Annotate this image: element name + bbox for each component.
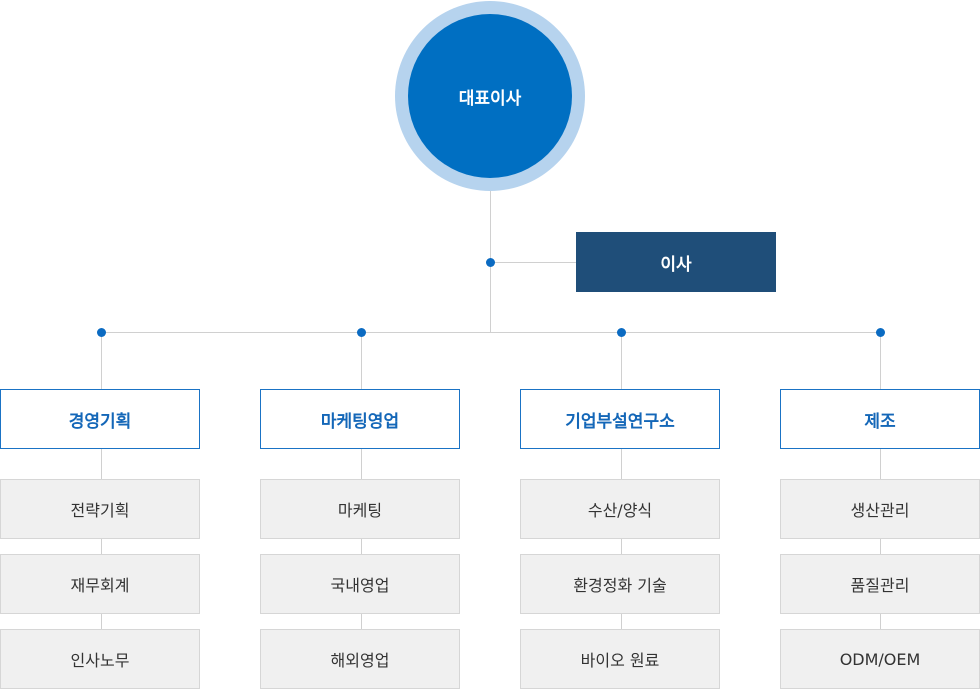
sub-node-label: 전략기획 — [70, 501, 130, 520]
department-node-manufacturing: 제조 — [780, 389, 980, 449]
sub-column-line-3 — [621, 449, 622, 629]
dept-drop-line-1 — [101, 332, 102, 389]
sub-column-line-4 — [880, 449, 881, 629]
sub-node: 생산관리 — [780, 479, 980, 539]
sub-node-label: 환경정화 기술 — [573, 576, 667, 595]
sub-node-label: 바이오 원료 — [580, 651, 660, 670]
department-node-management-planning: 경영기획 — [0, 389, 200, 449]
ceo-label: 대표이사 — [458, 88, 522, 109]
sub-node-label: 인사노무 — [70, 651, 130, 670]
department-node-marketing-sales: 마케팅영업 — [260, 389, 460, 449]
department-label: 제조 — [864, 411, 896, 432]
sub-node-label: 품질관리 — [850, 576, 910, 595]
sub-node: 재무회계 — [0, 554, 200, 614]
sub-node-label: 재무회계 — [70, 576, 130, 595]
sub-column-line-2 — [361, 449, 362, 629]
department-label: 마케팅영업 — [320, 411, 400, 432]
sub-node: 해외영업 — [260, 629, 460, 689]
department-label: 경영기획 — [68, 411, 132, 432]
sub-node-label: 해외영업 — [330, 651, 390, 670]
ceo-node: 대표이사 — [408, 14, 572, 178]
dept-junction-dot-1 — [97, 328, 106, 337]
director-junction-dot — [486, 258, 495, 267]
director-label: 이사 — [660, 254, 692, 275]
department-node-research-institute: 기업부설연구소 — [520, 389, 720, 449]
sub-node: 전략기획 — [0, 479, 200, 539]
department-label: 기업부설연구소 — [565, 411, 675, 432]
dept-junction-dot-3 — [617, 328, 626, 337]
dept-drop-line-4 — [880, 332, 881, 389]
sub-column-line-1 — [101, 449, 102, 629]
sub-node-label: ODM/OEM — [839, 649, 921, 669]
dept-junction-dot-4 — [876, 328, 885, 337]
sub-node: ODM/OEM — [780, 629, 980, 689]
sub-node: 환경정화 기술 — [520, 554, 720, 614]
dept-junction-dot-2 — [357, 328, 366, 337]
sub-node-label: 마케팅 — [337, 501, 383, 520]
sub-node-label: 수산/양식 — [587, 501, 653, 520]
department-bus-line — [101, 332, 881, 333]
sub-node: 품질관리 — [780, 554, 980, 614]
director-branch-line — [490, 262, 576, 263]
sub-node: 바이오 원료 — [520, 629, 720, 689]
sub-node-label: 국내영업 — [330, 576, 390, 595]
sub-node: 국내영업 — [260, 554, 460, 614]
director-node: 이사 — [576, 232, 776, 292]
sub-node: 인사노무 — [0, 629, 200, 689]
sub-node-label: 생산관리 — [850, 501, 910, 520]
dept-drop-line-2 — [361, 332, 362, 389]
dept-drop-line-3 — [621, 332, 622, 389]
sub-node: 마케팅 — [260, 479, 460, 539]
sub-node: 수산/양식 — [520, 479, 720, 539]
